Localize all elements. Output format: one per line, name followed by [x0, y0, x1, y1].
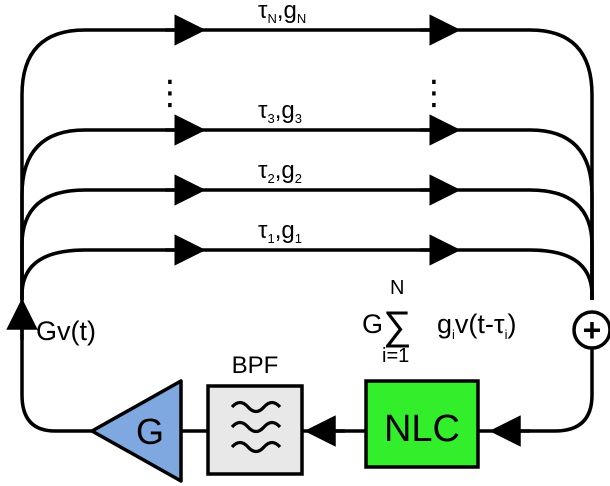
junction-output-line: [478, 348, 594, 447]
ellipsis-right: ⋮: [417, 74, 451, 112]
delay-path-3: [20, 114, 594, 300]
amplifier-block: G: [90, 379, 183, 483]
svg-text:giv(t-τi): giv(t-τi): [437, 309, 516, 342]
nlc-block: NLC: [364, 379, 480, 469]
path-label-1: τ1,g1: [258, 217, 302, 246]
feedback-return-line: [6, 298, 92, 433]
svg-text:N: N: [390, 277, 404, 299]
svg-text:+: +: [583, 312, 602, 348]
path-label-2: τ2,g2: [258, 157, 302, 186]
delay-path-n: [20, 14, 594, 300]
ellipsis-left: ⋮: [153, 74, 187, 112]
summation-formula: G N ∑ i=1 giv(t-τi): [362, 277, 516, 367]
path-label-n: τN,gN: [258, 0, 306, 26]
svg-text:∑: ∑: [383, 304, 412, 348]
svg-text:i=1: i=1: [382, 345, 409, 367]
svg-text:NLC: NLC: [384, 408, 460, 450]
summing-junction: +: [572, 310, 610, 350]
svg-text:G: G: [362, 309, 383, 339]
path-label-3: τ3,g3: [258, 97, 302, 126]
svg-text:G: G: [136, 411, 164, 452]
filter-wave-icon: [230, 400, 282, 454]
delay-path-2: [20, 174, 594, 300]
svg-text:BPF: BPF: [232, 352, 279, 379]
input-signal-label: Gv(t): [36, 316, 96, 346]
bpf-block: BPF: [206, 352, 304, 476]
delay-path-1: [20, 234, 594, 300]
